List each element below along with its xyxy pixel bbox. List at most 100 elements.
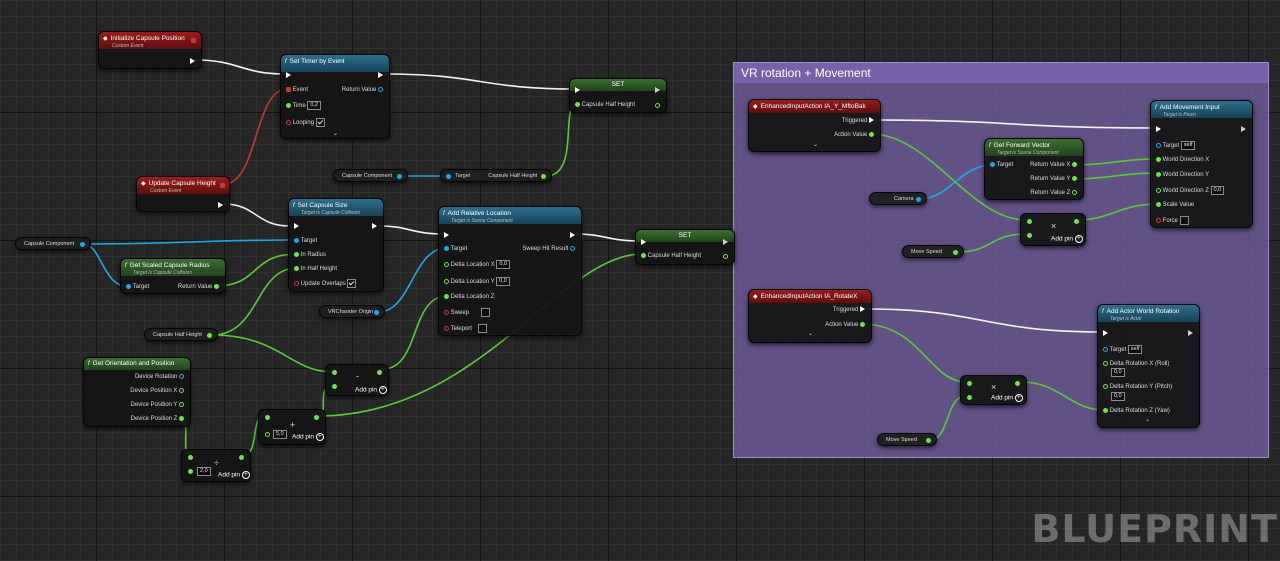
chevron-down-icon[interactable]: ⌄: [1145, 417, 1151, 423]
float-pin[interactable]: [926, 438, 931, 443]
float-pin[interactable]: [444, 279, 449, 284]
node-input-action-move[interactable]: ◆EnhancedInputAction IA_Y_MftoBak Trigge…: [748, 99, 881, 152]
pin-row-device-position-z[interactable]: Device Position Z: [131, 415, 184, 423]
pin-row-device-position-y[interactable]: Device Position Y: [131, 401, 184, 409]
pin-row-world-direction-z[interactable]: World Direction Z 0,0: [1156, 186, 1225, 195]
node-set-capsule-half-height-top[interactable]: SET Capsule Half Height: [569, 78, 667, 113]
pin-row-target[interactable]: Target: [294, 237, 317, 245]
pin-row-return-y[interactable]: Return Value Y: [1030, 175, 1077, 183]
exec-out-pin[interactable]: [860, 306, 865, 313]
pin-row-world-direction-y[interactable]: World Direction Y: [1156, 171, 1209, 179]
struct-pin[interactable]: [378, 86, 383, 92]
pin-row-delta-z[interactable]: Delta Location Z: [444, 293, 494, 301]
float-pin[interactable]: [1072, 161, 1077, 167]
pin-row-update-overlaps[interactable]: Update Overlaps: [294, 279, 357, 288]
node-update-capsule-height[interactable]: ◆Update Capsule Height Custom Event: [136, 176, 230, 212]
float-pin[interactable]: [179, 401, 184, 407]
exec-out-pin[interactable]: [1241, 126, 1246, 132]
pin-row-delta-yaw[interactable]: Delta Rotation Z (Yaw): [1103, 407, 1170, 415]
pin-row-force[interactable]: Force: [1156, 216, 1189, 225]
pin-row-time[interactable]: Time 0,2: [286, 101, 322, 110]
roll-input[interactable]: 0,0: [1111, 368, 1125, 377]
exec-out-pin[interactable]: [723, 239, 728, 245]
bool-pin[interactable]: [286, 120, 291, 125]
chevron-down-icon[interactable]: ⌄: [333, 131, 339, 137]
delta-x-input[interactable]: 0,0: [496, 260, 511, 269]
add-pin-button[interactable]: Add pin +: [1051, 235, 1083, 243]
sweep-checkbox[interactable]: [480, 308, 490, 317]
float-pin[interactable]: [179, 415, 184, 421]
float-pin[interactable]: [541, 174, 546, 179]
exec-in-pin[interactable]: [444, 232, 449, 238]
pin-row-scale-value[interactable]: Scale Value: [1156, 201, 1194, 209]
exec-out-pin[interactable]: [372, 223, 377, 229]
target-pin[interactable]: [444, 245, 449, 251]
pin-row-teleport[interactable]: Teleport: [444, 324, 487, 333]
pin-row-device-rotation[interactable]: Device Rotation: [135, 373, 184, 381]
event-pin[interactable]: [286, 86, 291, 92]
pin-row-delta-x[interactable]: Delta Location X 0,0: [444, 260, 511, 269]
float-pin[interactable]: [1103, 407, 1108, 413]
add-pin-button[interactable]: Add pin +: [991, 394, 1023, 402]
exec-in-pin[interactable]: [1156, 126, 1161, 132]
float-pin[interactable]: [1027, 219, 1032, 224]
float-pin[interactable]: [179, 387, 184, 393]
exec-out-pin[interactable]: [869, 117, 874, 124]
float-pin[interactable]: [967, 395, 972, 400]
teleport-checkbox[interactable]: [477, 324, 487, 333]
float-out-pin[interactable]: [377, 370, 382, 375]
float-pin[interactable]: [1156, 188, 1161, 193]
rotator-pin[interactable]: [179, 373, 184, 379]
var-move-speed[interactable]: Move Speed: [902, 245, 964, 258]
float-pin[interactable]: [265, 432, 270, 437]
exec-in-pin[interactable]: [294, 223, 299, 229]
float-pin[interactable]: [869, 131, 874, 137]
float-pin[interactable]: [1156, 201, 1161, 207]
float-pin[interactable]: [967, 381, 972, 386]
time-input[interactable]: 0,2: [307, 101, 322, 110]
float-pin[interactable]: [214, 283, 219, 289]
pin-row-triggered[interactable]: Triggered: [833, 306, 865, 314]
exec-out-pin[interactable]: [655, 87, 660, 93]
float-pin[interactable]: [1072, 175, 1077, 181]
add-value-input[interactable]: 5,0: [273, 430, 287, 439]
bool-pin[interactable]: [294, 281, 299, 286]
pin-row-capsule-half-height[interactable]: Capsule Half Height: [575, 101, 635, 109]
pin-row-looping[interactable]: Looping: [286, 118, 325, 127]
object-pin[interactable]: [80, 242, 85, 247]
node-initialize-capsule-position[interactable]: ◆Initialize Capsule Position Custom Even…: [98, 31, 202, 69]
float-out-pin[interactable]: [723, 254, 728, 259]
pin-row-target[interactable]: Target: [444, 245, 467, 253]
node-divide[interactable]: 2,0 ÷ Add pin +: [181, 449, 251, 482]
float-pin[interactable]: [1103, 360, 1108, 366]
exec-in-pin[interactable]: [286, 72, 291, 78]
var-capsule-half-height[interactable]: Capsule Half Height: [144, 328, 218, 341]
update-overlaps-checkbox[interactable]: [347, 279, 357, 288]
float-pin[interactable]: [1027, 233, 1032, 238]
pin-row-delta-roll[interactable]: Delta Rotation X (Roll): [1103, 360, 1169, 368]
var-capsule-component[interactable]: Capsule Component: [15, 237, 91, 250]
float-pin[interactable]: [444, 293, 449, 299]
float-pin[interactable]: [1156, 171, 1161, 177]
pin-row-delta-y[interactable]: Delta Location Y 0,0: [444, 277, 510, 286]
pin-row-in-radius[interactable]: In Radius: [294, 251, 326, 259]
var-move-speed[interactable]: Move Speed: [877, 433, 937, 446]
float-out-pin[interactable]: [655, 103, 660, 108]
float-pin[interactable]: [575, 101, 580, 107]
float-pin[interactable]: [265, 415, 270, 420]
float-pin[interactable]: [332, 370, 337, 375]
float-pin[interactable]: [294, 251, 299, 257]
pin-row-target[interactable]: Target self: [1103, 345, 1143, 354]
pin-row-world-direction-x[interactable]: World Direction X: [1156, 156, 1209, 164]
float-pin[interactable]: [332, 384, 337, 389]
pin-row-triggered[interactable]: Triggered: [842, 117, 874, 125]
pin-row-in-half-height[interactable]: In Half Height: [294, 265, 337, 273]
